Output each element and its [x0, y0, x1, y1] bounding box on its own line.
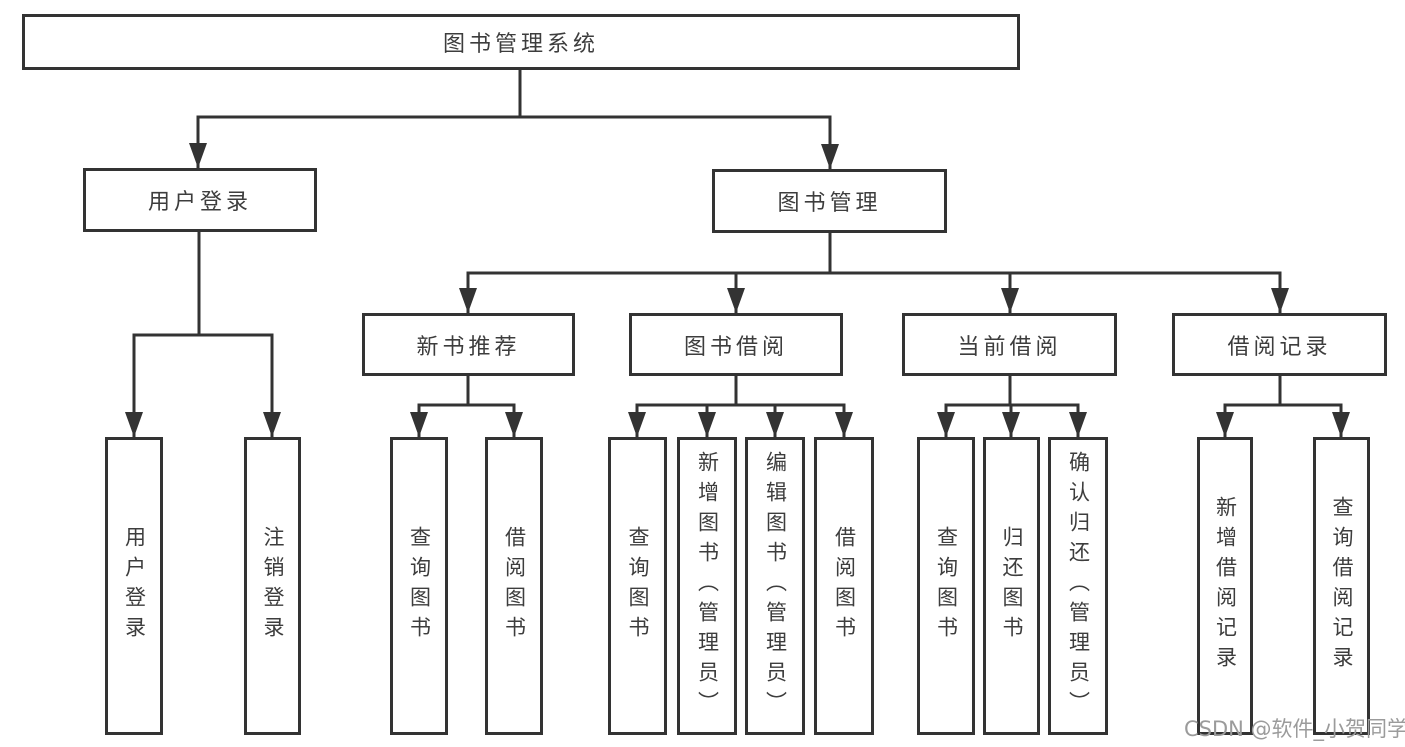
node-borrow-edit-books-admin: 编辑图书（管理员） [745, 437, 805, 735]
arrowhead-current-query [937, 412, 955, 437]
node-current-query-books-label: 查询图书 [934, 526, 959, 646]
arrowhead-user-login [189, 143, 207, 168]
arrowhead-borrow-borrow [835, 412, 853, 437]
node-current-return-books-label: 归还图书 [1000, 526, 1024, 646]
node-book-borrow: 图书借阅 [629, 313, 843, 376]
arrowhead-records-query [1332, 412, 1350, 437]
node-current-borrow-label: 当前借阅 [957, 334, 1062, 360]
arrowhead-current-return [1002, 412, 1020, 437]
node-borrow-records-label: 借阅记录 [1227, 334, 1332, 360]
node-new-book-recommend-label: 新书推荐 [416, 334, 521, 360]
arrowhead-current-borrow [1001, 288, 1019, 313]
arrowhead-logout [263, 412, 281, 437]
connector-user-login-branch [132, 333, 274, 437]
node-book-borrow-label: 图书借阅 [683, 334, 788, 360]
node-logout: 注销登录 [244, 437, 301, 735]
node-recommend-borrow-books-label: 借阅图书 [502, 526, 527, 646]
connector-borrow-branch [635, 403, 846, 437]
arrowhead-borrow-edit [766, 412, 784, 437]
node-current-confirm-return-admin: 确认归还（管理员） [1048, 437, 1108, 735]
node-recommend-query-books-label: 查询图书 [407, 526, 432, 646]
connector-recommend-branch [417, 403, 516, 437]
node-borrow-edit-books-admin-label: 编辑图书（管理员） [763, 451, 788, 721]
node-borrow-query-books: 查询图书 [608, 437, 667, 735]
arrowhead-recommend-borrow [505, 412, 523, 437]
arrowhead-new-book-recommend [459, 288, 477, 313]
arrowhead-book-borrow [727, 288, 745, 313]
connector-level2-branch [196, 115, 832, 169]
arrowhead-recommend-query [410, 412, 428, 437]
connector-level3-branch [466, 271, 1282, 313]
node-records-query-record-label: 查询借阅记录 [1330, 496, 1354, 676]
node-current-confirm-return-admin-label: 确认归还（管理员） [1066, 451, 1091, 721]
arrowhead-book-management [821, 144, 839, 169]
node-current-borrow: 当前借阅 [902, 313, 1117, 376]
node-logout-label: 注销登录 [261, 526, 285, 646]
arrowhead-borrow-query [628, 412, 646, 437]
node-borrow-borrow-books-label: 借阅图书 [832, 526, 857, 646]
arrowhead-current-confirm [1069, 412, 1087, 437]
node-records-add-record: 新增借阅记录 [1197, 437, 1253, 735]
node-book-management-label: 图书管理 [777, 191, 882, 216]
node-borrow-records: 借阅记录 [1172, 313, 1387, 376]
node-user-login-leaf: 用户登录 [105, 437, 163, 735]
node-borrow-query-books-label: 查询图书 [626, 526, 650, 646]
node-user-login-leaf-label: 用户登录 [122, 526, 147, 646]
node-recommend-query-books: 查询图书 [390, 437, 448, 735]
node-user-login-label: 用户登录 [147, 190, 252, 215]
node-current-query-books: 查询图书 [917, 437, 975, 735]
node-new-book-recommend: 新书推荐 [362, 313, 575, 376]
node-user-login: 用户登录 [83, 168, 317, 232]
csdn-watermark: CSDN @软件_小贺同学 [1184, 717, 1405, 741]
node-borrow-add-books-admin-label: 新增图书（管理员） [695, 451, 720, 721]
connector-records-branch [1223, 403, 1343, 437]
node-recommend-borrow-books: 借阅图书 [485, 437, 543, 735]
node-system-label: 图书管理系统 [442, 32, 599, 57]
node-borrow-add-books-admin: 新增图书（管理员） [677, 437, 737, 735]
node-records-add-record-label: 新增借阅记录 [1213, 496, 1238, 676]
arrowhead-borrow-add [698, 412, 716, 437]
arrowhead-user-login-leaf [125, 412, 143, 437]
arrowhead-records-add [1216, 412, 1234, 437]
node-borrow-borrow-books: 借阅图书 [814, 437, 874, 735]
arrowhead-borrow-records [1271, 288, 1289, 313]
node-records-query-record: 查询借阅记录 [1313, 437, 1370, 735]
node-system: 图书管理系统 [22, 14, 1020, 70]
node-current-return-books: 归还图书 [983, 437, 1040, 735]
node-book-management: 图书管理 [712, 169, 947, 233]
